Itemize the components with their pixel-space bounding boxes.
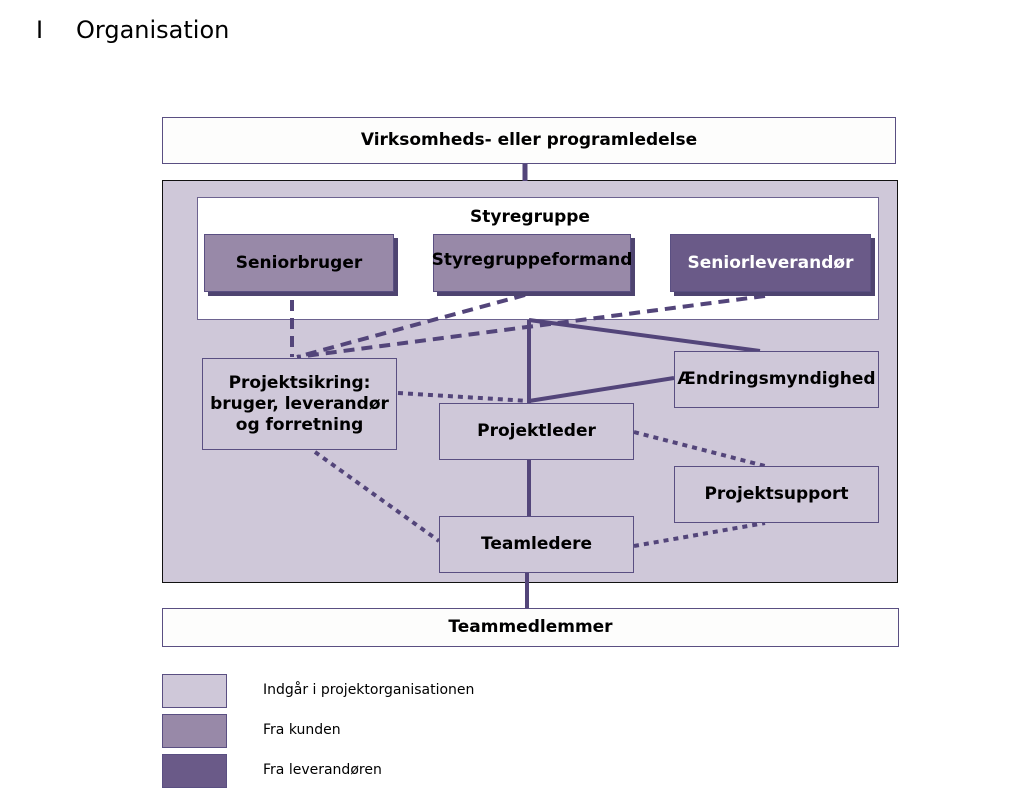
project-manager-label: Projektleder — [477, 421, 596, 441]
team-managers-box: Teamledere — [439, 516, 634, 573]
senior-supplier-label: Seniorleverandør — [687, 252, 854, 273]
team-members-label: Teammedlemmer — [448, 617, 613, 637]
business-management-label: Virksomheds- eller programledelse — [360, 130, 698, 150]
legend-swatch-project-org — [162, 674, 227, 708]
project-assurance-line-1: Projektsikring: — [228, 372, 371, 393]
dot-pm-support — [633, 430, 766, 468]
section-number: I — [36, 16, 44, 44]
project-support-box: Projektsupport — [674, 466, 879, 523]
project-assurance-box: Projektsikring: bruger, leverandør og fo… — [202, 358, 397, 450]
legend-label-supplier: Fra leverandøren — [263, 762, 382, 778]
line-pm-to-change-authority — [528, 376, 675, 403]
business-management-box: Virksomheds- eller programledelse — [162, 117, 896, 164]
executive-box: Styregruppeformand — [431, 234, 633, 292]
senior-user-box: Seniorbruger — [204, 234, 394, 292]
executive-label: Styregruppeformand — [431, 250, 633, 270]
senior-supplier-box: Seniorleverandør — [670, 234, 871, 292]
steering-group-label: Styregruppe — [470, 207, 590, 227]
team-managers-label: Teamledere — [480, 534, 593, 554]
connector-lines — [290, 164, 766, 608]
dot-team-support — [633, 521, 766, 548]
legend-label-customer: Fra kunden — [263, 722, 341, 738]
page-title: Organisation — [76, 16, 230, 44]
senior-user-label: Seniorbruger — [235, 252, 363, 273]
change-authority-label: Ændringsmyndighed — [677, 369, 876, 389]
dot-assurance-team — [313, 450, 441, 543]
line-board-to-change-authority — [528, 318, 761, 353]
dash-leverandor — [296, 294, 766, 359]
legend-label-project-org: Indgår i projektorganisationen — [263, 682, 475, 698]
team-members-box: Teammedlemmer — [162, 608, 899, 647]
project-manager-box: Projektleder — [439, 403, 634, 460]
dot-assurance-pm — [397, 391, 530, 403]
project-support-label: Projektsupport — [704, 484, 849, 504]
legend-swatch-supplier — [162, 754, 227, 788]
legend-swatch-customer — [162, 714, 227, 748]
project-assurance-line-3: og forretning — [235, 414, 364, 435]
dash-formand — [296, 293, 526, 359]
change-authority-box: Ændringsmyndighed — [674, 351, 879, 408]
project-assurance-line-2: bruger, leverandør — [210, 393, 389, 414]
